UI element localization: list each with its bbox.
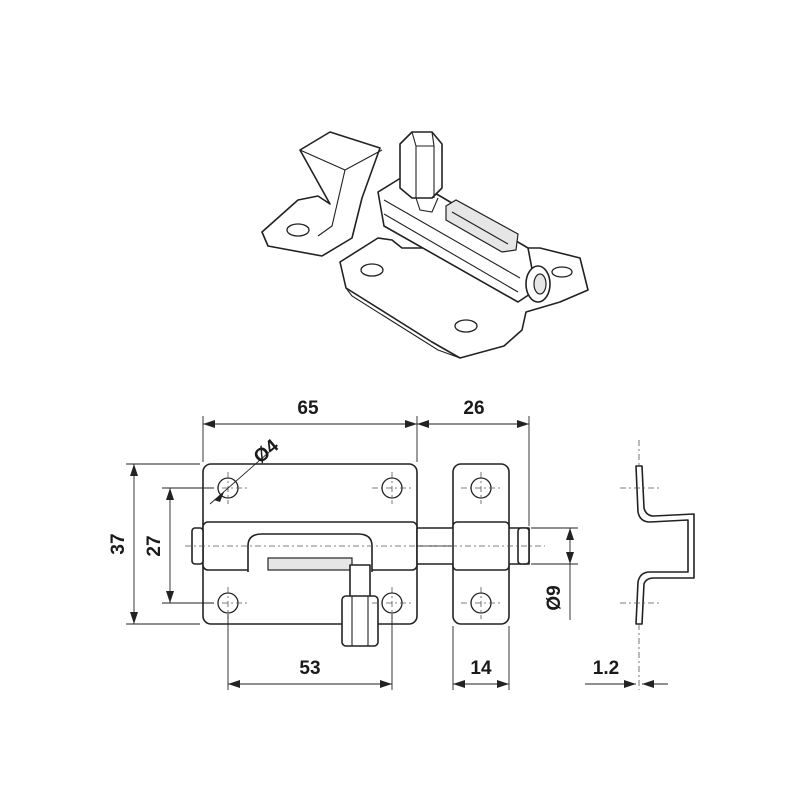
plate-hole-iso-2 — [454, 319, 478, 333]
dimension-labels: 65 26 37 27 Ø4 Ø9 53 14 1.2 — [108, 398, 619, 679]
dim-overall-length: 65 — [297, 398, 319, 419]
dim-bolt-diameter: Ø9 — [544, 585, 565, 610]
dim-hole-diameter: Ø4 — [250, 435, 283, 468]
profile-outline — [635, 465, 695, 625]
dim-thickness: 1.2 — [593, 658, 619, 679]
keeper-bracket — [261, 131, 381, 257]
dim-hole-spacing-horizontal: 53 — [299, 658, 320, 679]
dim-overall-height: 37 — [108, 533, 129, 554]
hex-knob-front — [341, 595, 379, 647]
isometric-view — [261, 131, 589, 359]
dim-hole-spacing-vertical: 27 — [144, 535, 165, 556]
dim-bolt-extension: 26 — [463, 398, 484, 419]
slot-guide — [267, 557, 353, 571]
handle-neck — [349, 564, 371, 600]
keeper-hole-iso — [286, 223, 310, 237]
hex-knob-iso — [399, 131, 443, 199]
dimension-lines — [126, 416, 668, 690]
plate-hole-iso-3 — [551, 266, 573, 278]
side-profile — [620, 440, 695, 690]
dim-keeper-width: 14 — [470, 658, 492, 679]
plate-hole-iso-1 — [360, 263, 384, 277]
front-view — [185, 463, 545, 647]
